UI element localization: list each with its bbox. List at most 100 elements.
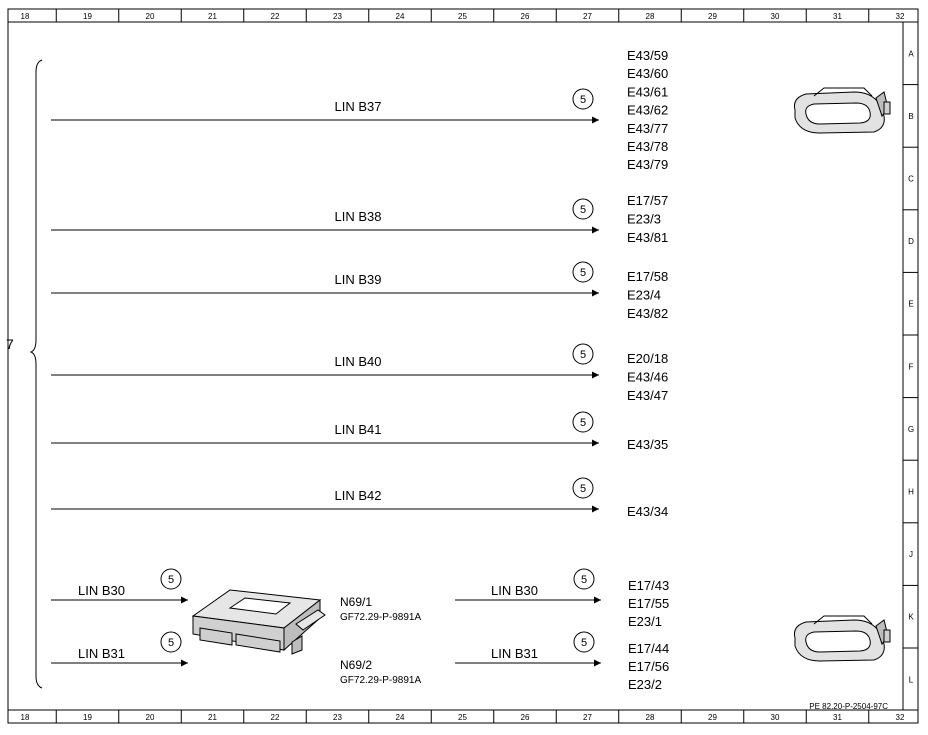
reference-circle-label: 5 [580,204,586,216]
control-unit-illustration [191,589,326,655]
component-code: E43/59 [627,48,668,63]
brace-marker: 7 [6,336,14,352]
grid-col-bottom-24: 24 [396,713,405,722]
component-code: E43/79 [627,157,668,172]
reference-circle: 5 [572,343,594,365]
footer-code: PE 82.20-P-2504-97C [809,702,888,711]
grid-col-top-27: 27 [583,12,592,21]
component-code: E17/56 [628,659,669,674]
component-code: E23/3 [627,212,661,227]
module-output-label: LIN B31 [491,646,538,661]
lin-label: LIN B39 [335,272,382,287]
module-name: N69/1 [340,595,372,609]
grid-col-top-29: 29 [708,12,717,21]
lamp-illustrations [794,87,891,662]
reference-circle: 5 [572,88,594,110]
grid-row-B: B [908,112,913,121]
component-code: E23/1 [628,614,662,629]
grid-row-F: F [909,362,914,371]
module-output-label: LIN B30 [491,583,538,598]
reference-circle-label: 5 [580,349,586,361]
reference-circle: 5 [160,568,182,590]
reference-circle-label: 5 [580,267,586,279]
component-code: E43/81 [627,230,668,245]
component-code: E43/61 [627,84,668,99]
lamp-illustration-top [794,87,891,134]
reference-circle: 5 [572,477,594,499]
grid-col-bottom-20: 20 [146,713,155,722]
grid-col-bottom-26: 26 [521,713,530,722]
grid-col-top-31: 31 [833,12,842,21]
grid-row-A: A [908,49,914,58]
reference-circle: 5 [573,568,595,590]
module-reference: GF72.29-P-9891A [340,612,421,623]
bus-brace: 7 [6,59,43,689]
grid-col-bottom-28: 28 [646,713,655,722]
grid-row-K: K [908,613,914,622]
component-code: E43/34 [627,504,668,519]
lin-label: LIN B40 [335,354,382,369]
component-code: E43/35 [627,437,668,452]
component-code: E17/55 [628,596,669,611]
reference-circle-label: 5 [168,574,174,586]
grid-row-J: J [909,550,913,559]
component-code: E17/44 [628,641,669,656]
reference-circle: 5 [572,411,594,433]
grid-col-top-32: 32 [896,12,905,21]
drawing-frame: 1818191920202121222223232424252526262727… [7,8,919,724]
lin-label: LIN B38 [335,209,382,224]
grid-col-top-25: 25 [458,12,467,21]
grid-row-C: C [908,175,914,184]
reference-circle-label: 5 [580,94,586,106]
grid-col-bottom-31: 31 [833,713,842,722]
grid-col-bottom-30: 30 [771,713,780,722]
grid-row-E: E [908,300,913,309]
grid-col-top-18: 18 [21,12,30,21]
reference-circle: 5 [573,631,595,653]
module-input-label: LIN B30 [78,583,125,598]
grid-col-bottom-21: 21 [208,713,217,722]
grid-col-top-26: 26 [521,12,530,21]
component-code: E17/57 [627,193,668,208]
module-input-label: LIN B31 [78,646,125,661]
component-code: E20/18 [627,351,668,366]
component-code: E17/43 [628,578,669,593]
component-code: E43/77 [627,121,668,136]
grid-col-top-20: 20 [146,12,155,21]
grid-col-bottom-25: 25 [458,713,467,722]
grid-col-top-22: 22 [271,12,280,21]
reference-circle-label: 5 [168,637,174,649]
grid-col-top-28: 28 [646,12,655,21]
grid-col-bottom-19: 19 [83,713,92,722]
module-reference: GF72.29-P-9891A [340,675,421,686]
grid-col-top-19: 19 [83,12,92,21]
grid-col-top-21: 21 [208,12,217,21]
reference-circle-label: 5 [580,483,586,495]
grid-row-H: H [908,488,914,497]
component-code: E23/2 [628,677,662,692]
grid-col-bottom-18: 18 [21,713,30,722]
grid-col-bottom-32: 32 [896,713,905,722]
lamp-illustration-bottom [794,615,891,662]
lin-label: LIN B37 [335,99,382,114]
grid-row-G: G [908,425,914,434]
grid-col-bottom-23: 23 [333,713,342,722]
grid-col-bottom-22: 22 [271,713,280,722]
grid-col-top-24: 24 [396,12,405,21]
lin-label: LIN B42 [335,488,382,503]
reference-circle: 5 [572,198,594,220]
grid-col-bottom-27: 27 [583,713,592,722]
reference-circle: 5 [160,631,182,653]
reference-circle: 5 [572,261,594,283]
reference-circle-label: 5 [581,574,587,586]
module-name: N69/2 [340,658,372,672]
